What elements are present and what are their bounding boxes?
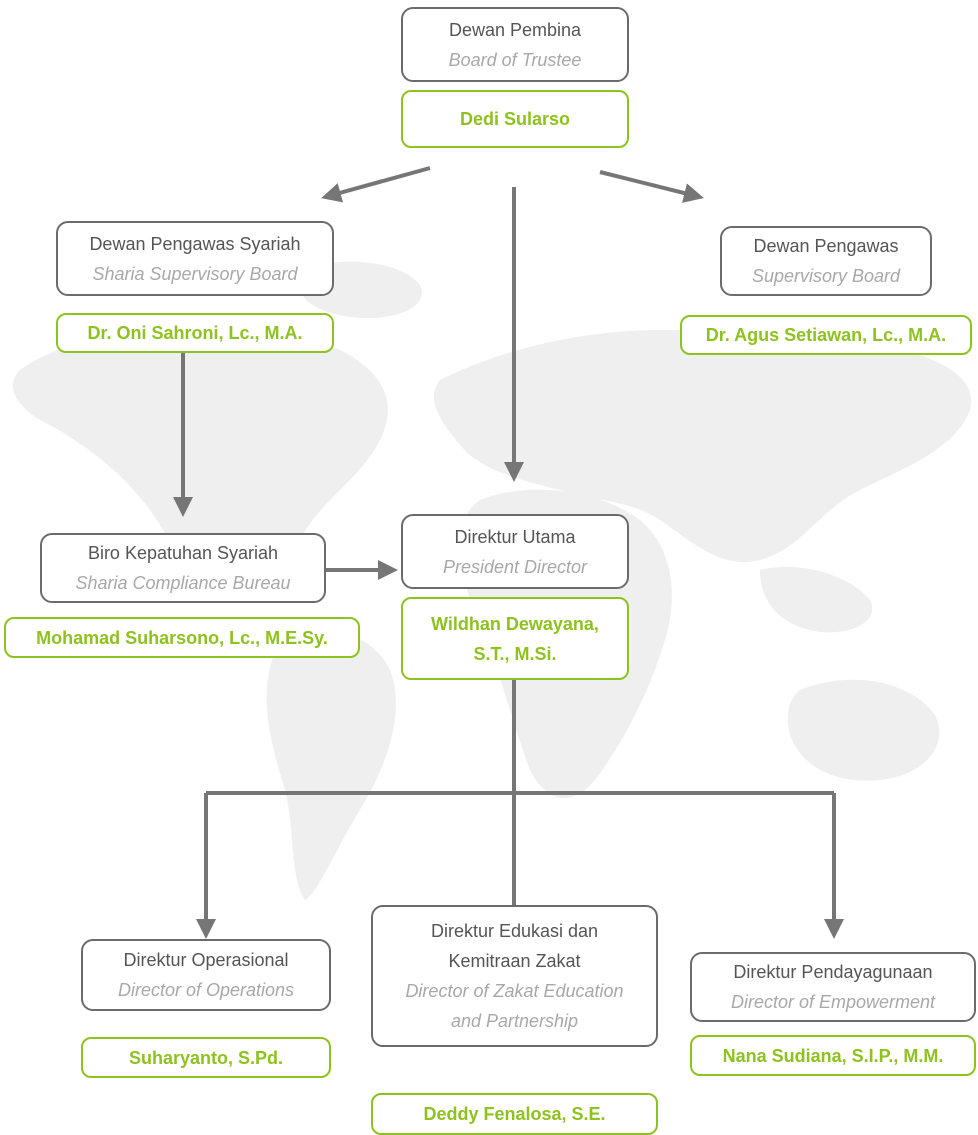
president-director-title: Direktur Utama <box>454 526 576 547</box>
north-america-shape <box>12 333 388 593</box>
board-of-trustee-name: Dedi Sularso <box>401 90 629 148</box>
eurasia-shape <box>433 330 972 562</box>
sharia-compliance-bureau-subtitle: Sharia Compliance Bureau <box>75 573 291 593</box>
sharia-supervisory-board-name: Dr. Oni Sahroni, Lc., M.A. <box>56 313 334 353</box>
director-operations-subtitle: Director of Operations <box>117 980 295 1000</box>
president-director-name-line1: Wildhan Dewayana, <box>431 613 599 634</box>
arrow-to-supervisory-board <box>599 170 704 203</box>
director-zakat-education-subtitle-line1: Director of Zakat Education <box>405 981 624 1001</box>
director-empowerment-subtitle: Director of Empowerment <box>730 992 936 1012</box>
president-director-name-line2: S.T., M.Si. <box>473 643 557 664</box>
sharia-compliance-bureau-title: Biro Kepatuhan Syariah <box>87 543 279 563</box>
sharia-supervisory-board-subtitle: Sharia Supervisory Board <box>92 263 298 284</box>
board-of-trustee-box: Dewan Pembina Board of Trustee <box>401 7 629 82</box>
director-operations-title: Direktur Operasional <box>123 950 289 970</box>
director-zakat-education-title-line1: Direktur Edukasi dan <box>430 921 599 941</box>
board-of-trustee-title: Dewan Pembina <box>448 19 582 40</box>
supervisory-board-box: Dewan Pengawas Supervisory Board <box>720 226 932 296</box>
sharia-compliance-bureau-name: Mohamad Suharsono, Lc., M.E.Sy. <box>4 617 360 658</box>
southeast-asia-shape <box>760 566 873 633</box>
supervisory-board-subtitle: Supervisory Board <box>751 266 901 286</box>
australia-shape <box>787 679 940 781</box>
director-empowerment-box: Direktur Pendayagunaan Director of Empow… <box>690 952 976 1022</box>
director-operations-box: Direktur Operasional Director of Operati… <box>81 939 331 1011</box>
president-director-box: Direktur Utama President Director <box>401 514 629 589</box>
president-director-name: Wildhan Dewayana, S.T., M.Si. <box>401 597 629 680</box>
director-zakat-education-title-line2: Kemitraan Zakat <box>448 951 581 971</box>
arrow-to-sharia-board <box>321 166 431 203</box>
sharia-compliance-bureau-box: Biro Kepatuhan Syariah Sharia Compliance… <box>40 533 326 603</box>
director-zakat-education-subtitle-line2: and Partnership <box>450 1011 579 1031</box>
supervisory-board-title: Dewan Pengawas <box>753 236 899 256</box>
supervisory-board-name: Dr. Agus Setiawan, Lc., M.A. <box>680 315 972 355</box>
board-of-trustee-subtitle: Board of Trustee <box>448 49 582 70</box>
south-america-shape <box>266 630 396 900</box>
director-zakat-education-name: Deddy Fenalosa, S.E. <box>371 1093 658 1135</box>
director-operations-name: Suharyanto, S.Pd. <box>81 1037 331 1078</box>
director-zakat-education-box: Direktur Edukasi dan Kemitraan Zakat Dir… <box>371 905 658 1047</box>
sharia-supervisory-board-title: Dewan Pengawas Syariah <box>89 233 301 254</box>
sharia-supervisory-board-box: Dewan Pengawas Syariah Sharia Supervisor… <box>56 221 334 296</box>
director-empowerment-title: Direktur Pendayagunaan <box>733 962 933 982</box>
president-director-subtitle: President Director <box>442 556 588 577</box>
director-empowerment-name: Nana Sudiana, S.I.P., M.M. <box>690 1035 976 1076</box>
